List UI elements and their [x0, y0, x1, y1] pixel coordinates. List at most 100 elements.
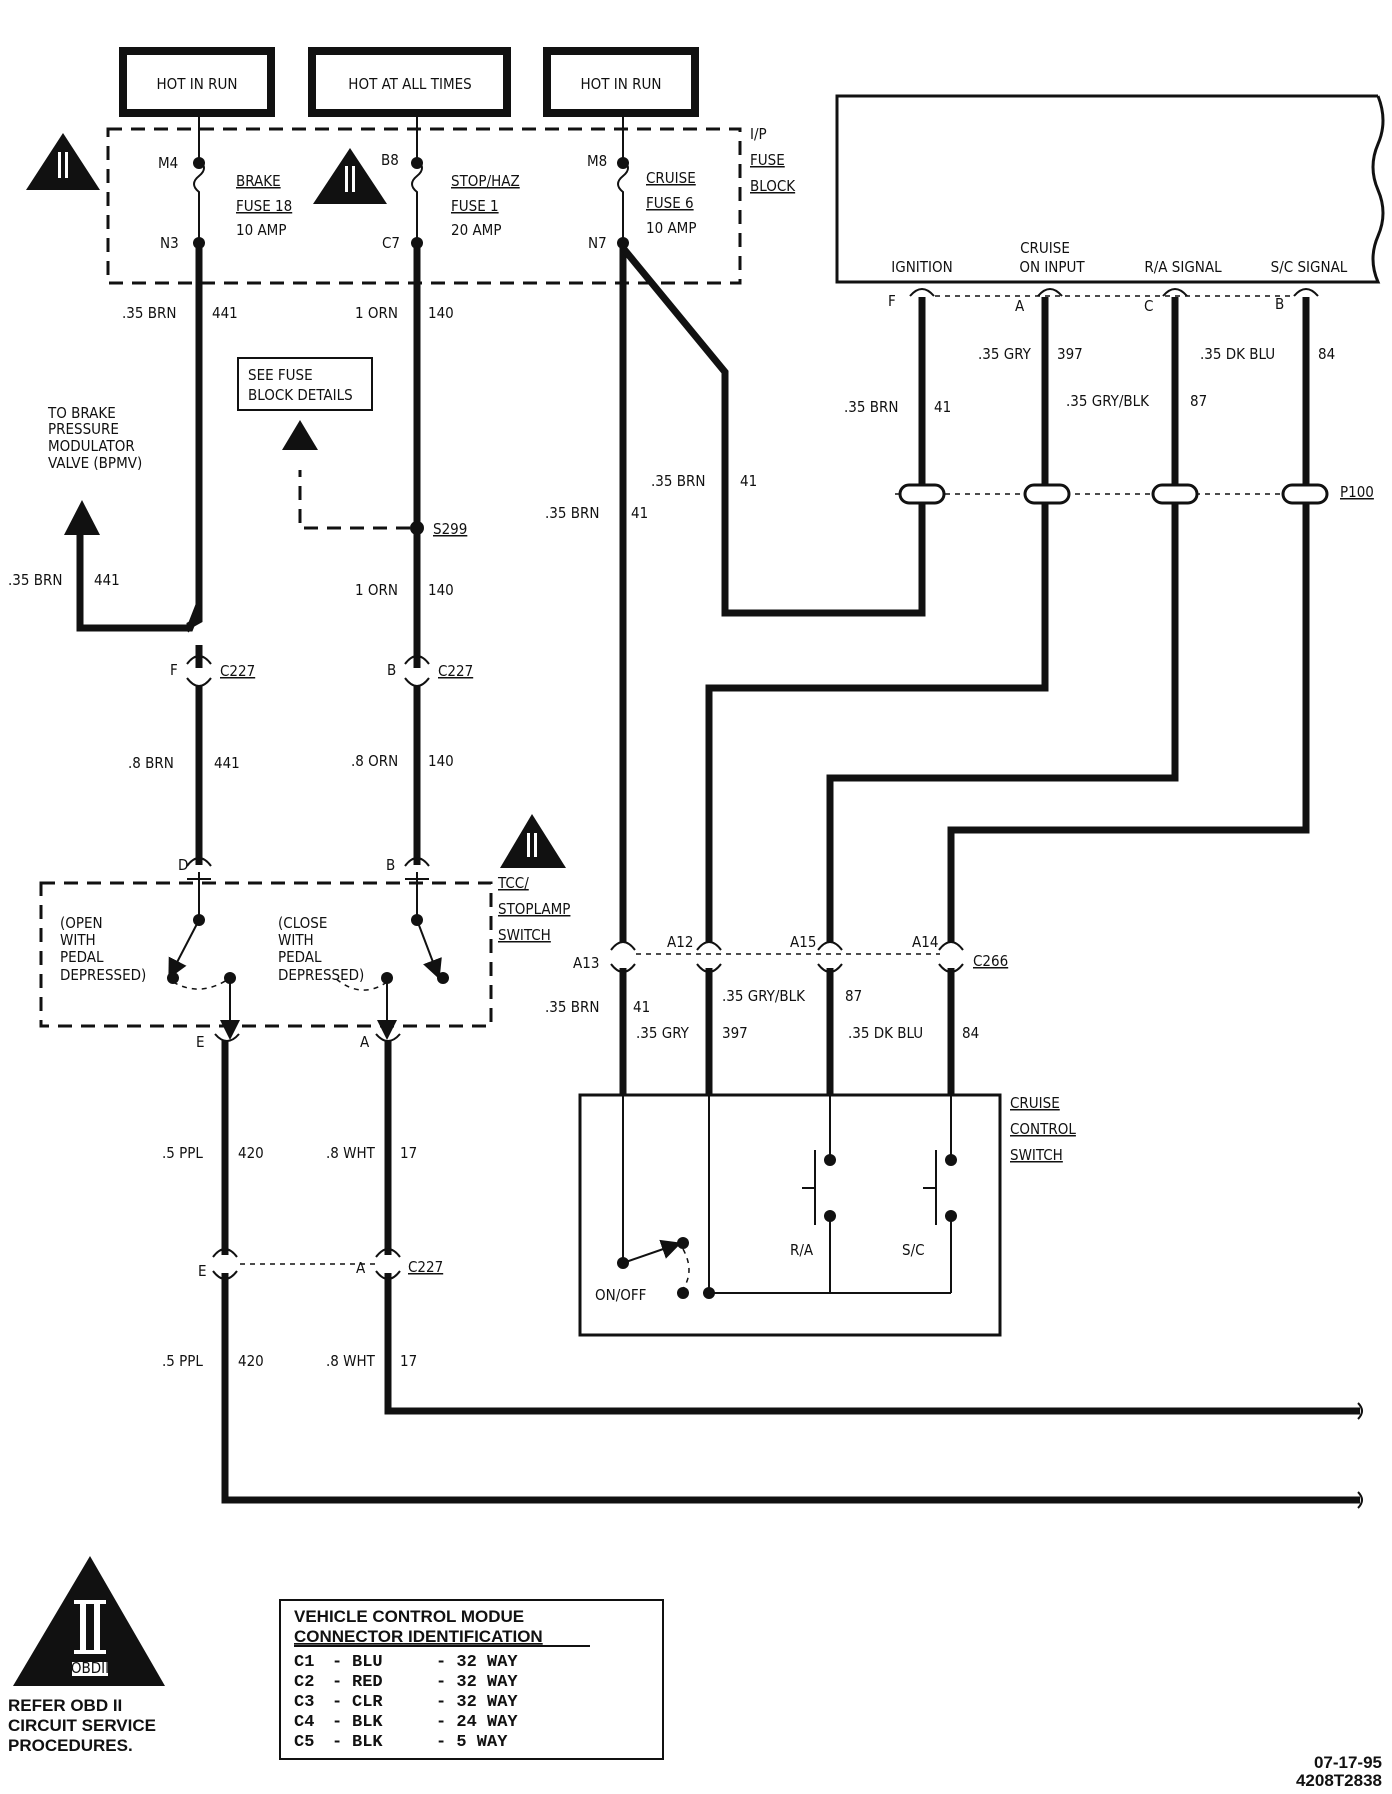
- module-connector-pins: [909, 288, 1319, 297]
- connector-id: C4: [294, 1713, 314, 1732]
- svg-text:441: 441: [214, 754, 240, 772]
- splice-label: S299: [433, 520, 467, 538]
- svg-text:A14: A14: [912, 933, 938, 951]
- svg-text:C7: C7: [382, 234, 400, 252]
- svg-text:R/A: R/A: [790, 1241, 814, 1259]
- svg-text:M8: M8: [587, 152, 607, 170]
- svg-text:VALVE (BPMV): VALVE (BPMV): [48, 454, 142, 472]
- svg-text:C266: C266: [973, 952, 1008, 970]
- svg-text:CONTROL: CONTROL: [1010, 1120, 1076, 1138]
- connector-way: - 24 WAY: [436, 1713, 518, 1732]
- splice-s299: [410, 521, 424, 535]
- table-dash: -: [332, 1653, 342, 1672]
- svg-text:.8 BRN: .8 BRN: [128, 754, 174, 772]
- svg-text:A15: A15: [790, 933, 816, 951]
- svg-text:MODULATOR: MODULATOR: [48, 437, 135, 455]
- svg-text:4208T2838: 4208T2838: [1296, 1771, 1382, 1790]
- connector-id: C1: [294, 1653, 314, 1672]
- svg-text:84: 84: [1318, 345, 1335, 363]
- svg-text:A13: A13: [573, 954, 599, 972]
- connector-p100-label: P100: [1340, 483, 1374, 501]
- svg-text:S/C: S/C: [902, 1241, 925, 1259]
- obd-ii-note: REFER OBD II CIRCUIT SERVICE PROCEDURES.: [8, 1696, 156, 1755]
- svg-text:420: 420: [238, 1352, 264, 1370]
- svg-text:REFER OBD II: REFER OBD II: [8, 1696, 122, 1715]
- table-dash: -: [332, 1673, 342, 1692]
- svg-text:.35 BRN: .35 BRN: [122, 304, 176, 322]
- svg-text:S/C SIGNAL: S/C SIGNAL: [1271, 258, 1348, 276]
- connector-way: - 5 WAY: [436, 1733, 508, 1752]
- svg-text:441: 441: [212, 304, 238, 322]
- svg-text:84: 84: [962, 1024, 979, 1042]
- svg-text:C227: C227: [220, 662, 255, 680]
- svg-text:PROCEDURES.: PROCEDURES.: [8, 1736, 133, 1755]
- svg-text:A: A: [360, 1033, 370, 1051]
- svg-text:397: 397: [722, 1024, 748, 1042]
- svg-text:87: 87: [845, 987, 862, 1005]
- svg-text:B8: B8: [381, 151, 399, 169]
- svg-text:.35 DK BLU: .35 DK BLU: [1200, 345, 1275, 363]
- svg-text:N3: N3: [160, 234, 179, 252]
- svg-text:.35 GRY/BLK: .35 GRY/BLK: [722, 987, 806, 1005]
- wire-441: [186, 248, 203, 629]
- svg-text:FUSE: FUSE: [750, 151, 785, 169]
- wire-87: [826, 297, 1179, 942]
- control-module-box: [835, 94, 1385, 284]
- svg-text:41: 41: [631, 504, 648, 522]
- connector-color: BLK: [352, 1733, 383, 1752]
- svg-text:HOT IN RUN: HOT IN RUN: [581, 75, 662, 93]
- svg-text:PEDAL: PEDAL: [278, 948, 322, 966]
- svg-text:CRUISE: CRUISE: [1020, 239, 1070, 257]
- svg-text:.35 GRY: .35 GRY: [978, 345, 1032, 363]
- svg-text:17: 17: [400, 1352, 417, 1370]
- svg-text:.35 GRY: .35 GRY: [636, 1024, 690, 1042]
- tcc-stoplamp-switch: [39, 881, 493, 1028]
- svg-text:WITH: WITH: [60, 931, 96, 949]
- connector-c266: A13 A12 A15 A14 C266: [573, 933, 1008, 973]
- svg-text:DEPRESSED): DEPRESSED): [60, 966, 146, 984]
- svg-text:.35 GRY/BLK: .35 GRY/BLK: [1066, 392, 1150, 410]
- up-arrow-icon: [282, 420, 318, 450]
- svg-text:10 AMP: 10 AMP: [236, 221, 286, 239]
- svg-text:HOT IN RUN: HOT IN RUN: [157, 75, 238, 93]
- fuse-cruise: M8 N7 CRUISE FUSE 6 10 AMP: [587, 113, 696, 252]
- connector-way: - 32 WAY: [436, 1653, 518, 1672]
- svg-text:SWITCH: SWITCH: [498, 926, 551, 944]
- obd-warning-icon: [26, 133, 100, 190]
- svg-text:D: D: [178, 856, 188, 874]
- connector-color: BLU: [352, 1653, 383, 1672]
- svg-text:07-17-95: 07-17-95: [1314, 1753, 1382, 1772]
- svg-text:M4: M4: [158, 154, 178, 172]
- tcc-switch-notes: (OPEN WITH PEDAL DEPRESSED) (CLOSE WITH …: [60, 874, 570, 984]
- obd-warning-icon: [313, 148, 387, 204]
- svg-text:B: B: [1275, 295, 1284, 313]
- svg-text:140: 140: [428, 581, 454, 599]
- table-dash: -: [332, 1713, 342, 1732]
- svg-text:C227: C227: [408, 1258, 443, 1276]
- svg-text:41: 41: [934, 398, 951, 416]
- svg-text:SWITCH: SWITCH: [1010, 1146, 1063, 1164]
- power-label-brake: HOT IN RUN: [119, 47, 275, 117]
- obd-warning-icon: [500, 814, 566, 868]
- svg-text:R/A SIGNAL: R/A SIGNAL: [1144, 258, 1222, 276]
- svg-text:A: A: [356, 1259, 366, 1277]
- svg-text:B: B: [387, 661, 396, 679]
- svg-text:.35 BRN: .35 BRN: [844, 398, 898, 416]
- svg-text:.8 ORN: .8 ORN: [351, 752, 398, 770]
- svg-text:(OPEN: (OPEN: [60, 914, 103, 932]
- svg-text:.35 BRN: .35 BRN: [651, 472, 705, 490]
- connector-p100: [898, 483, 1329, 505]
- power-label-stop: HOT AT ALL TIMES: [308, 47, 511, 117]
- tcc-switch-contacts: D B E A: [167, 856, 449, 1051]
- svg-text:87: 87: [1190, 392, 1207, 410]
- fuse-block-outline: [106, 127, 742, 285]
- wire-397: [705, 297, 1049, 942]
- table-dash: -: [332, 1733, 342, 1752]
- svg-text:C: C: [1144, 297, 1153, 315]
- bpmv-label: TO BRAKE PRESSURE MODULATOR VALVE (BPMV): [47, 404, 142, 472]
- svg-text:41: 41: [633, 998, 650, 1016]
- cruise-switch-internals: ON/OFF R/A S/C: [595, 1095, 957, 1304]
- connector-color: BLK: [352, 1713, 383, 1732]
- svg-text:PEDAL: PEDAL: [60, 948, 104, 966]
